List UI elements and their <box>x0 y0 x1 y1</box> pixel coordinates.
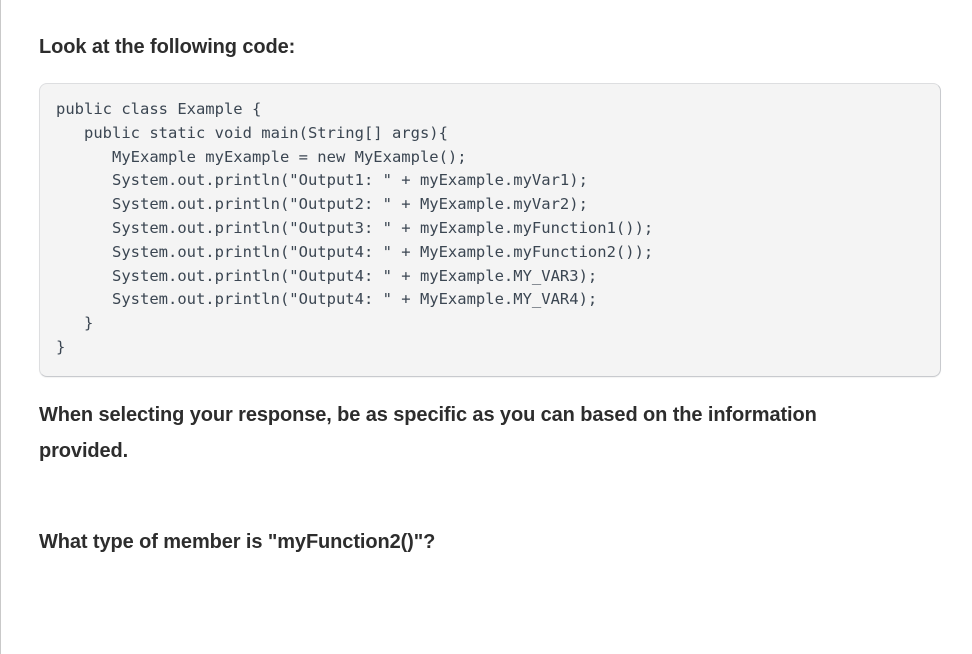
prompt-heading: Look at the following code: <box>39 36 296 58</box>
paragraph-spacer <box>39 469 941 527</box>
instruction-paragraph: When selecting your response, be as spec… <box>39 403 817 462</box>
question-text: What type of member is "myFunction2()"? <box>39 530 436 553</box>
content-column: Look at the following code: public class… <box>39 0 941 557</box>
code-snippet: public class Example { public static voi… <box>56 100 654 356</box>
code-block: public class Example { public static voi… <box>39 83 941 377</box>
